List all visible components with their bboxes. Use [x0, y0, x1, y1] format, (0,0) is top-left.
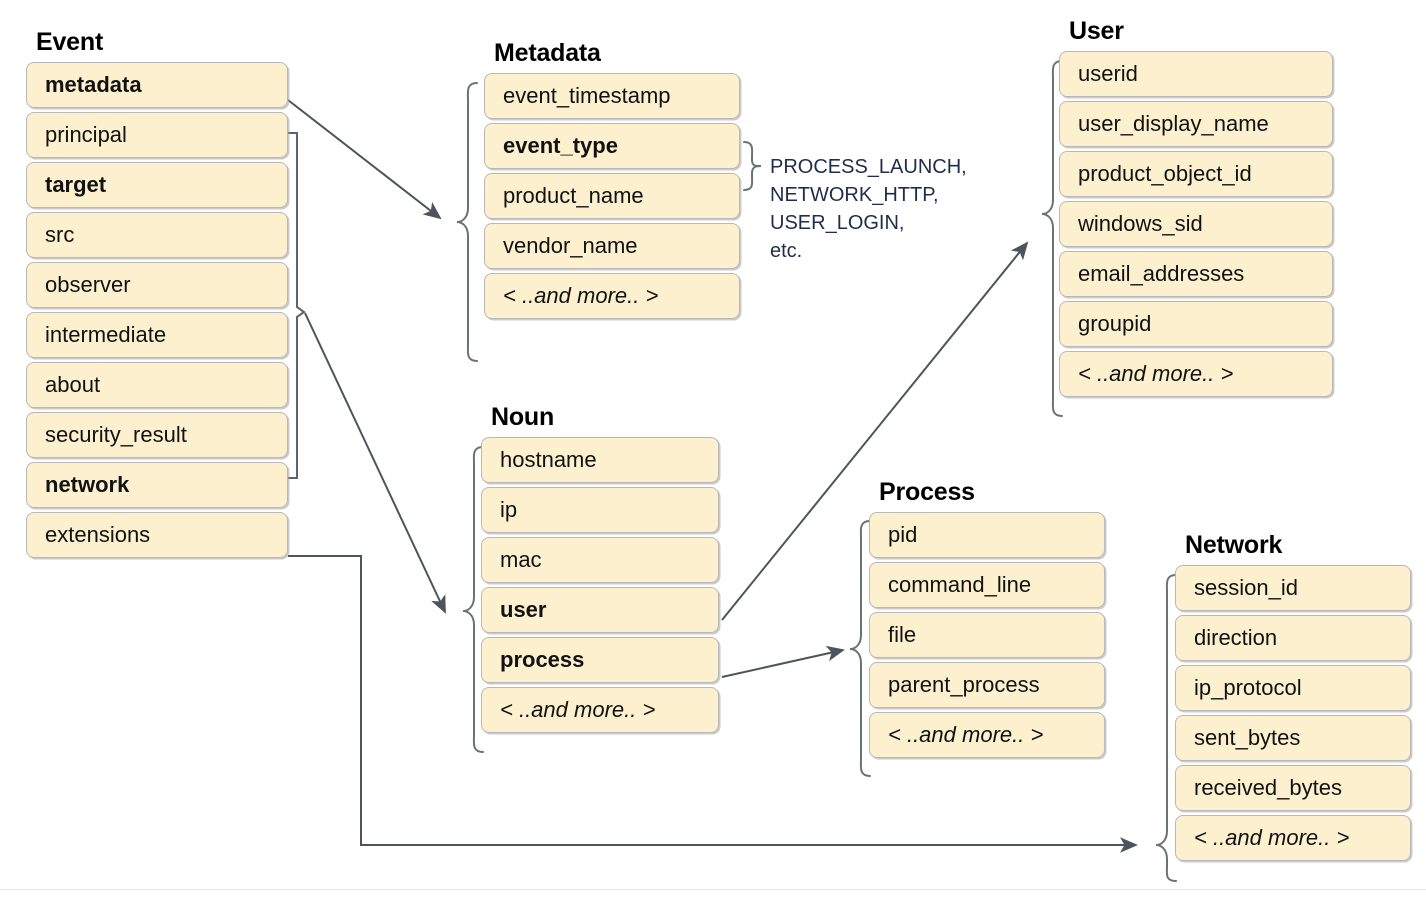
field-user-email-addresses[interactable]: email_addresses — [1059, 251, 1333, 297]
group-title-user: User — [1069, 17, 1124, 45]
noun-process-to-process-arrow — [721, 645, 845, 678]
field-noun-hostname[interactable]: hostname — [481, 437, 719, 483]
field-user-user-display-name[interactable]: user_display_name — [1059, 101, 1333, 147]
field-process-file[interactable]: file — [869, 612, 1105, 658]
field-user-windows-sid[interactable]: windows_sid — [1059, 201, 1333, 247]
field-user-and-more[interactable]: < ..and more.. > — [1059, 351, 1333, 397]
field-list-noun: hostname ip mac user process < ..and mor… — [481, 437, 719, 733]
group-noun: Noun hostname ip mac user process < ..an… — [481, 405, 719, 733]
field-metadata-event-type[interactable]: event_type — [484, 123, 740, 169]
field-event-intermediate[interactable]: intermediate — [26, 312, 288, 358]
group-title-noun: Noun — [491, 403, 555, 431]
field-process-command-line[interactable]: command_line — [869, 562, 1105, 608]
field-list-event: metadata principal target src observer i… — [26, 62, 288, 558]
group-user: User userid user_display_name product_ob… — [1059, 19, 1333, 397]
field-network-and-more[interactable]: < ..and more.. > — [1175, 815, 1411, 861]
group-metadata: Metadata event_timestamp event_type prod… — [484, 41, 740, 319]
network-group-brace — [1155, 574, 1177, 882]
field-list-user: userid user_display_name product_object_… — [1059, 51, 1333, 397]
metadata-to-metadata-arrow — [287, 99, 442, 220]
field-process-pid[interactable]: pid — [869, 512, 1105, 558]
event-noun-bracket — [288, 132, 306, 479]
field-event-about[interactable]: about — [26, 362, 288, 408]
event-to-noun-arrow — [304, 312, 446, 614]
field-network-sent-bytes[interactable]: sent_bytes — [1175, 715, 1411, 761]
field-user-userid[interactable]: userid — [1059, 51, 1333, 97]
field-noun-ip[interactable]: ip — [481, 487, 719, 533]
event-type-value-brace — [743, 141, 762, 191]
field-metadata-vendor-name[interactable]: vendor_name — [484, 223, 740, 269]
field-event-metadata[interactable]: metadata — [26, 62, 288, 108]
field-metadata-product-name[interactable]: product_name — [484, 173, 740, 219]
group-title-process: Process — [879, 478, 975, 506]
field-network-direction[interactable]: direction — [1175, 615, 1411, 661]
bottom-divider — [0, 889, 1426, 890]
group-network: Network session_id direction ip_protocol… — [1175, 533, 1411, 861]
group-title-event: Event — [36, 28, 104, 56]
field-list-network: session_id direction ip_protocol sent_by… — [1175, 565, 1411, 861]
group-process: Process pid command_line file parent_pro… — [869, 480, 1105, 758]
group-title-network: Network — [1185, 531, 1283, 559]
field-network-ip-protocol[interactable]: ip_protocol — [1175, 665, 1411, 711]
field-event-network[interactable]: network — [26, 462, 288, 508]
process-group-brace — [849, 520, 871, 777]
field-metadata-event-timestamp[interactable]: event_timestamp — [484, 73, 740, 119]
field-event-src[interactable]: src — [26, 212, 288, 258]
field-noun-mac[interactable]: mac — [481, 537, 719, 583]
field-network-received-bytes[interactable]: received_bytes — [1175, 765, 1411, 811]
field-event-principal[interactable]: principal — [26, 112, 288, 158]
noun-group-brace — [462, 446, 484, 753]
field-list-process: pid command_line file parent_process < .… — [869, 512, 1105, 758]
group-title-metadata: Metadata — [494, 39, 601, 67]
field-user-product-object-id[interactable]: product_object_id — [1059, 151, 1333, 197]
annotation-event-type-values: PROCESS_LAUNCH, NETWORK_HTTP, USER_LOGIN… — [770, 156, 967, 262]
metadata-group-brace — [456, 82, 478, 362]
field-metadata-and-more[interactable]: < ..and more.. > — [484, 273, 740, 319]
field-event-extensions[interactable]: extensions — [26, 512, 288, 558]
field-list-metadata: event_timestamp event_type product_name … — [484, 73, 740, 319]
field-process-parent-process[interactable]: parent_process — [869, 662, 1105, 708]
field-noun-process[interactable]: process — [481, 637, 719, 683]
field-user-groupid[interactable]: groupid — [1059, 301, 1333, 347]
field-event-security-result[interactable]: security_result — [26, 412, 288, 458]
field-noun-user[interactable]: user — [481, 587, 719, 633]
field-network-session-id[interactable]: session_id — [1175, 565, 1411, 611]
field-event-observer[interactable]: observer — [26, 262, 288, 308]
group-event: Event metadata principal target src obse… — [26, 30, 288, 558]
field-event-target[interactable]: target — [26, 162, 288, 208]
field-noun-and-more[interactable]: < ..and more.. > — [481, 687, 719, 733]
field-process-and-more[interactable]: < ..and more.. > — [869, 712, 1105, 758]
